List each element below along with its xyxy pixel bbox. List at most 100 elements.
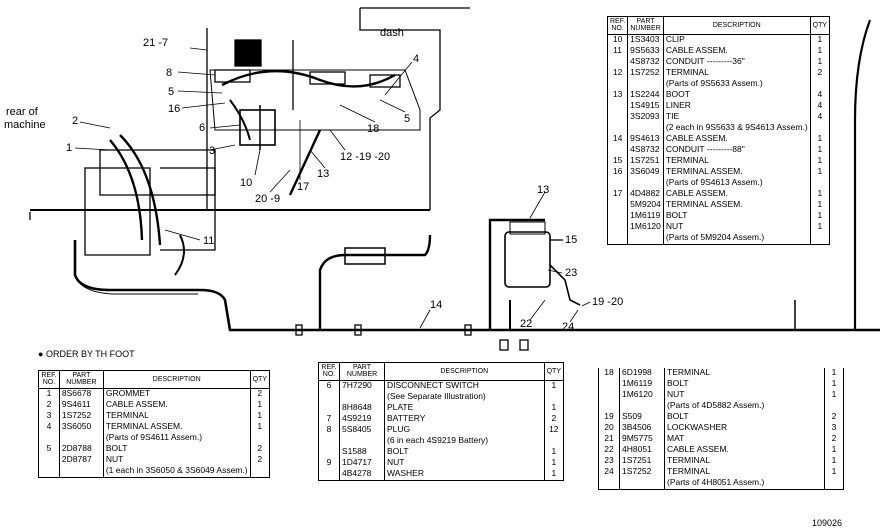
callout-18: 18: [367, 123, 379, 135]
description-cell: CLIP: [662, 34, 811, 46]
part-number-cell: 1S7252: [619, 467, 665, 478]
callout-17: 17: [297, 181, 309, 193]
part-number-cell: 5S8405: [339, 424, 385, 436]
qty-cell: 1: [809, 221, 831, 233]
qty-cell: 1: [249, 410, 271, 422]
qty-cell: 1: [543, 457, 565, 469]
ref-cell: [598, 390, 620, 401]
ref-header: REF.NO.: [318, 362, 340, 381]
ref-cell: 6: [318, 380, 340, 392]
part-number-cell: [58, 465, 104, 478]
qty-cell: 3: [824, 423, 844, 434]
ref-cell: 10: [606, 34, 629, 46]
qty-cell: 1: [543, 402, 565, 414]
qty-cell: [249, 432, 271, 444]
qty-cell: 12: [543, 424, 565, 436]
ref-cell: 9: [318, 457, 340, 469]
qty-cell: 1: [824, 379, 844, 390]
callout-12-19-20: 12 -19 -20: [340, 151, 390, 163]
table-row: (Parts of 9S4613 Assem.): [606, 177, 831, 189]
ref-cell: [598, 379, 620, 390]
ref-cell: 14: [606, 133, 629, 145]
description-cell: DISCONNECT SWITCH: [384, 380, 545, 392]
ref-cell: [606, 144, 629, 156]
callout-13-lower: 13: [537, 184, 549, 196]
callout-13: 13: [317, 168, 329, 180]
table-row: (2 each in 9S5633 & 9S4613 Assem.): [606, 122, 831, 134]
order-note: ● ORDER BY TH FOOT: [38, 349, 135, 359]
callout-6: 6: [199, 122, 205, 134]
qty-header: QTY: [543, 362, 565, 381]
callout-20-9: 20 -9: [255, 193, 280, 205]
qty-cell: 1: [824, 456, 844, 467]
qty-cell: [543, 435, 565, 447]
ref-cell: [318, 391, 340, 403]
callout-10: 10: [240, 177, 252, 189]
callout-21-7: 21 -7: [143, 37, 168, 49]
ref-cell: [606, 199, 629, 211]
ref-header: REF.NO.: [606, 16, 629, 35]
part-number-cell: [619, 478, 665, 490]
qty-cell: 1: [824, 368, 844, 379]
description-cell: BOLT: [664, 379, 825, 390]
ref-cell: [38, 454, 60, 466]
qty-cell: [809, 122, 831, 134]
qty-header: QTY: [809, 16, 831, 35]
callout-16: 16: [168, 103, 180, 115]
description-cell: (Parts of 5M9204 Assem.): [662, 232, 811, 245]
qty-cell: 1: [543, 468, 565, 481]
description-cell: BOLT: [102, 443, 251, 455]
qty-cell: [809, 232, 831, 245]
qty-cell: 4: [809, 100, 831, 112]
qty-cell: [809, 78, 831, 90]
qty-cell: 2: [249, 443, 271, 455]
description-header: DESCRIPTION: [662, 16, 811, 35]
ref-cell: 11: [606, 45, 629, 57]
qty-cell: 1: [824, 390, 844, 401]
qty-cell: 2: [249, 388, 271, 400]
table-row: (6 in each 4S9219 Battery): [318, 435, 565, 447]
ref-cell: 17: [606, 188, 629, 200]
description-cell: (1 each in 3S6050 & 3S6049 Assem.): [102, 465, 251, 478]
qty-cell: 1: [809, 155, 831, 167]
qty-cell: [824, 401, 844, 412]
description-cell: (Parts of 4H8051 Assem.): [664, 478, 825, 490]
qty-cell: 1: [543, 446, 565, 458]
part-number-cell: 8H8648: [339, 402, 385, 414]
ref-cell: [606, 111, 629, 123]
qty-cell: 1: [824, 467, 844, 478]
table-row: (Parts of 9S5633 Assem.): [606, 78, 831, 90]
qty-cell: 1: [809, 45, 831, 57]
part-number-cell: 2D8787: [58, 454, 104, 466]
table-row: (Parts of 5M9204 Assem.): [606, 232, 831, 245]
ref-cell: [606, 56, 629, 68]
ref-cell: 16: [606, 166, 629, 178]
callout-15: 15: [565, 234, 577, 246]
callout-11: 11: [203, 235, 214, 247]
callout-24: 24: [562, 321, 574, 333]
ref-cell: 5: [38, 443, 60, 455]
ref-cell: 15: [606, 155, 629, 167]
